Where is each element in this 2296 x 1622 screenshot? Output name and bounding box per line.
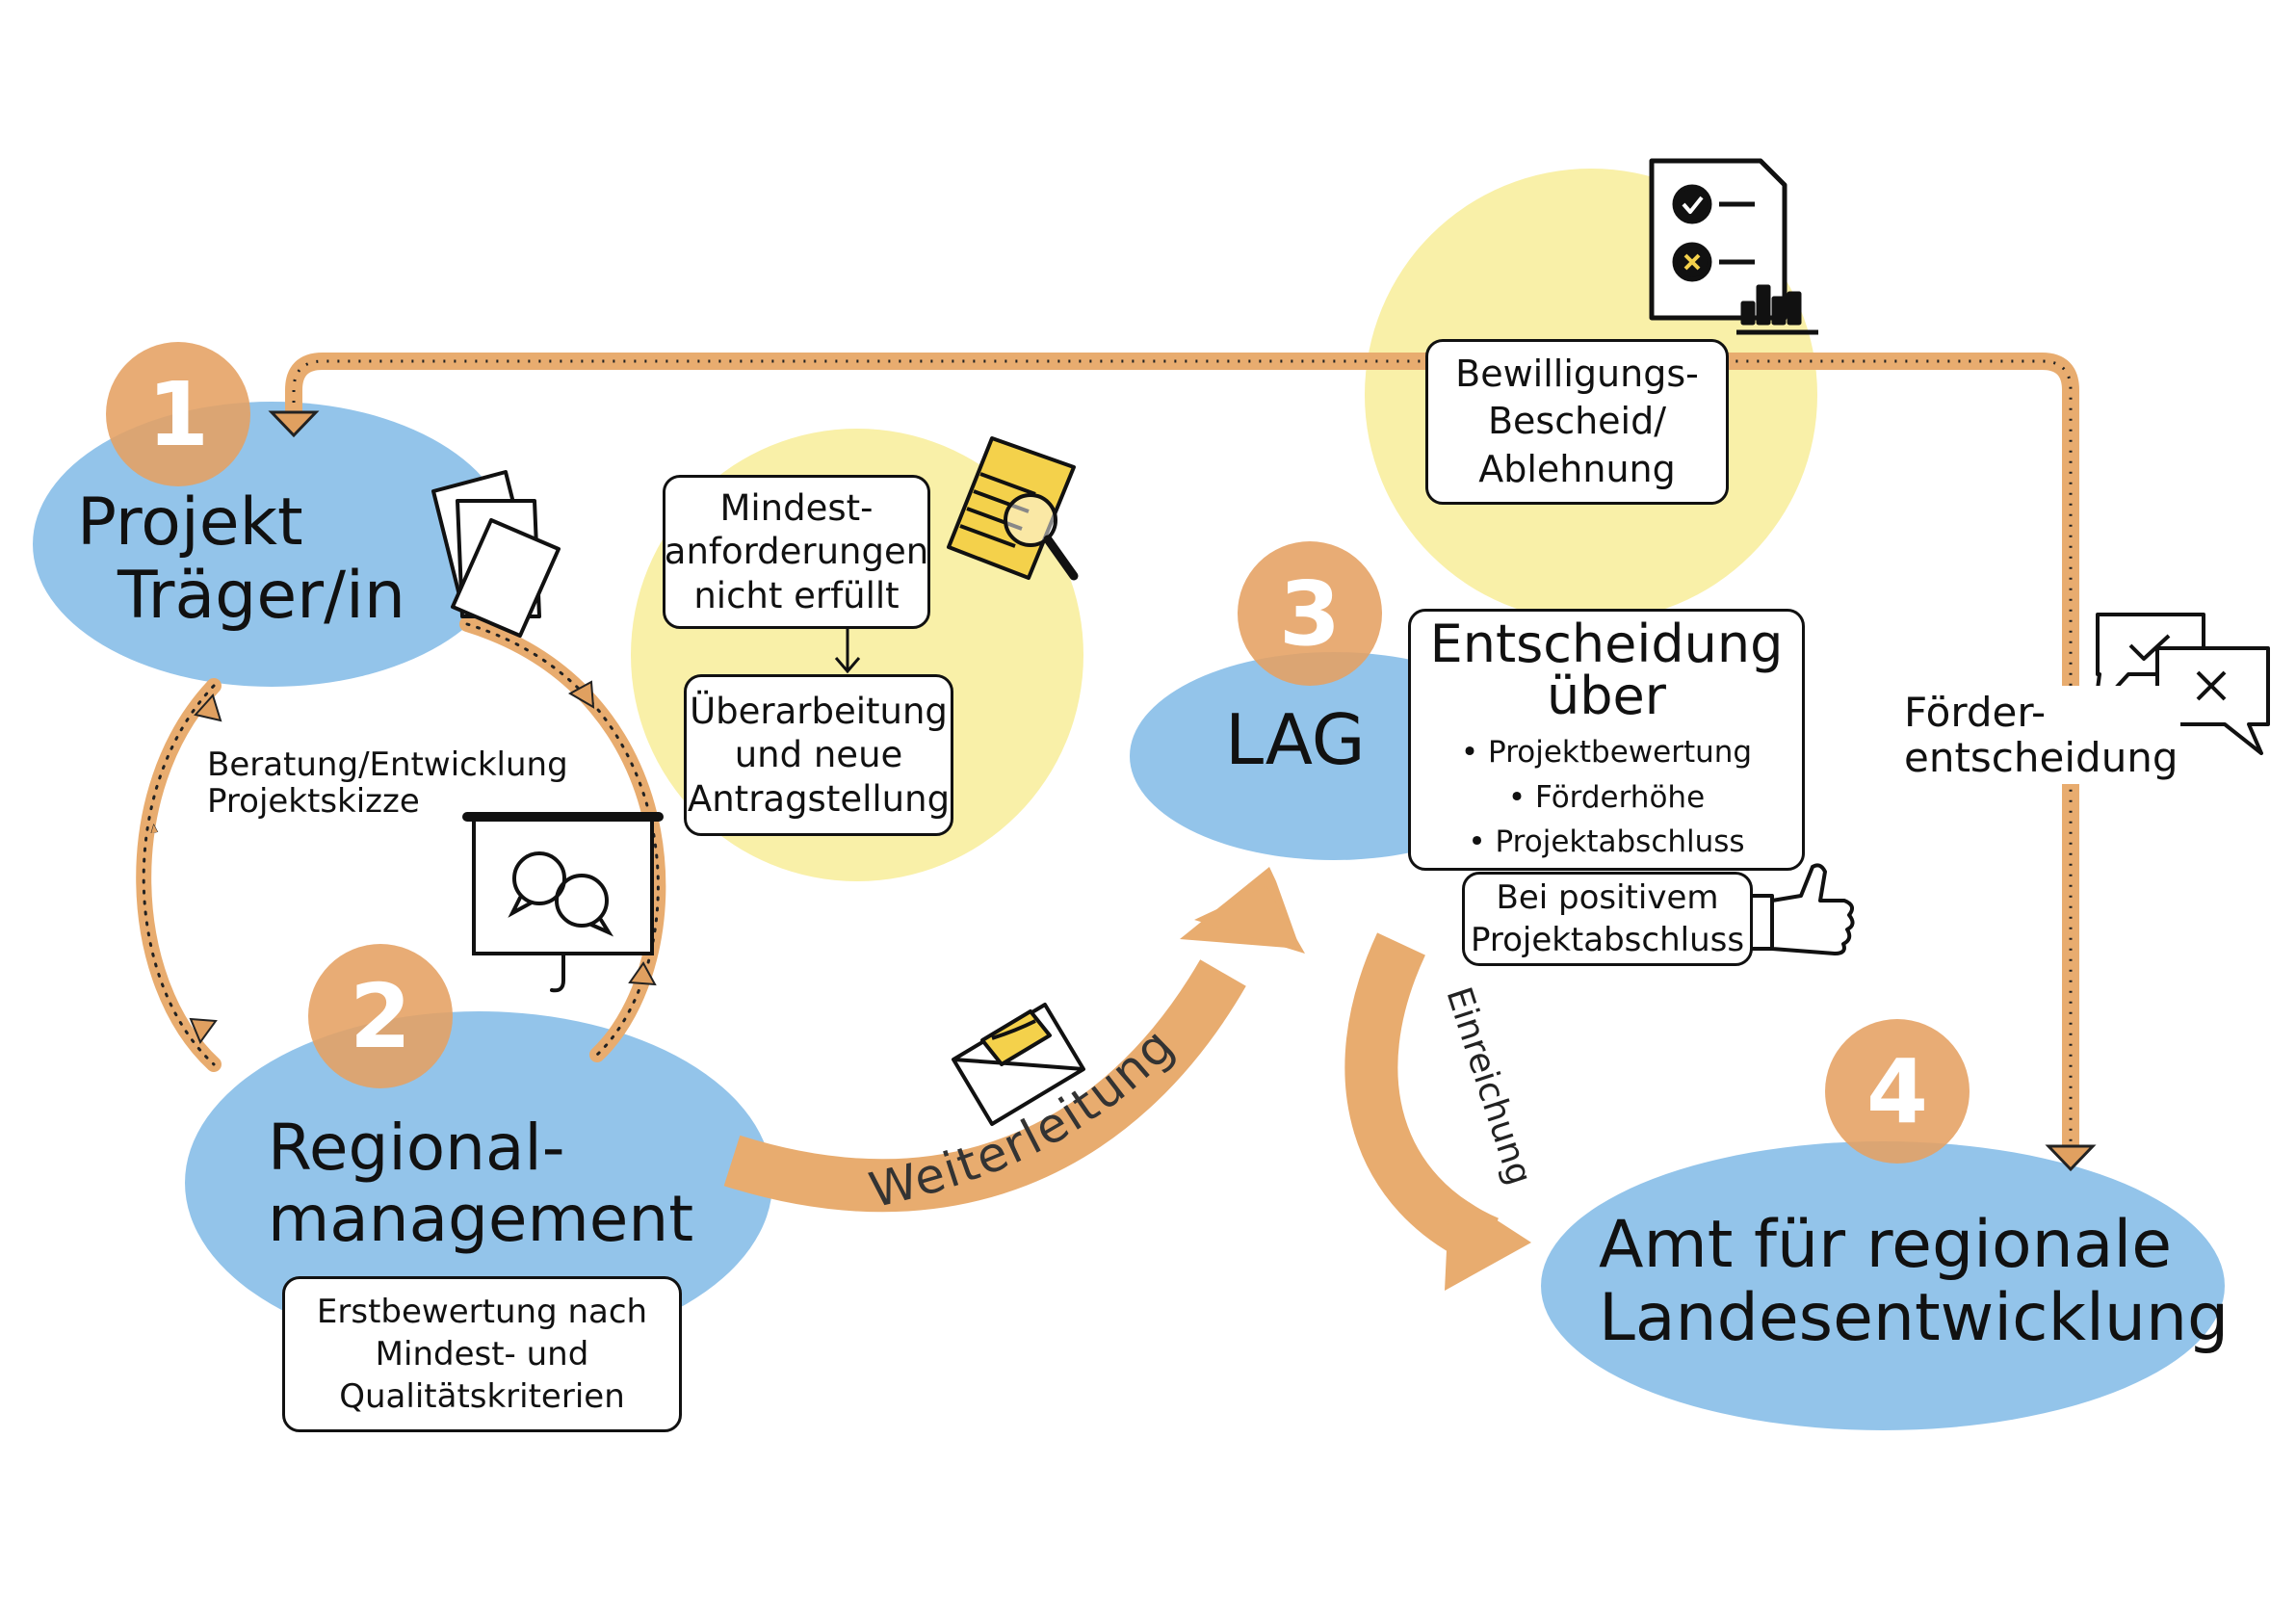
feedback-arrow [285, 353, 2079, 1151]
bescheid-box: Bewilligungs- Bescheid/ Ablehnung [1425, 339, 1729, 505]
erstbewertung-box: Erstbewertung nach Mindest- und Qualität… [282, 1276, 682, 1432]
cycle-arrowheads [189, 680, 657, 1045]
lag-title: LAG [1225, 699, 1366, 780]
step-number-1: 1 [106, 342, 250, 486]
ellipse-amt [1541, 1141, 2225, 1430]
beratung-label: Beratung/Entwicklung Projektskizze [207, 746, 568, 822]
foerderentscheidung-label: Förder- entscheidung [1902, 686, 2180, 785]
mindestanforderungen-box: Mindest- anforderungen nicht erfüllt [663, 475, 930, 629]
weiterleitung-arrow [723, 867, 1305, 1213]
arrowhead-to-projekttraeger [268, 410, 320, 438]
einreichung-arrow [1344, 932, 1531, 1291]
entscheidung-box: Entscheidung über • Projektbewertung • F… [1408, 609, 1805, 871]
amt-title: Amt für regionale Landesentwicklung [1599, 1207, 2230, 1357]
arrowhead-to-amt [2045, 1144, 2097, 1172]
einreichung-label: Einreichung [1438, 982, 1539, 1190]
step-number-4: 4 [1825, 1019, 1970, 1164]
step-number-3: 3 [1238, 541, 1382, 686]
papers-icon [431, 470, 561, 638]
envelope-icon [952, 1003, 1085, 1126]
document-search-icon [947, 436, 1079, 581]
positiv-box: Bei positivem Projektabschluss [1462, 872, 1753, 966]
projekttraeger-title: Projekt Träger/in [77, 484, 406, 635]
ellipse-regionalmanagement [185, 1011, 772, 1354]
checklist-chart-icon [1649, 158, 1818, 335]
ueberarbeitung-box: Überarbeitung und neue Antragstellung [684, 674, 953, 836]
mindest-down-arrow [834, 628, 861, 674]
thumbs-up-icon [1749, 863, 1855, 955]
step-number-2: 2 [308, 944, 453, 1088]
regionalmanagement-title: Regional- management [268, 1111, 694, 1256]
presentation-chat-icon [462, 812, 664, 993]
